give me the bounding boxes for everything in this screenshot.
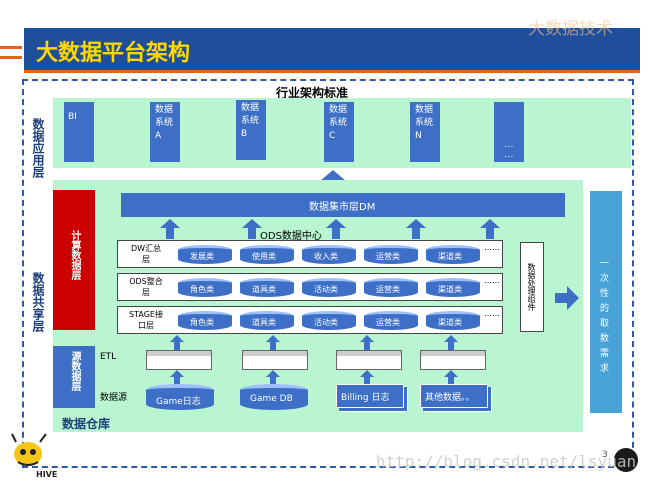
calc-layer-box: 计算数据层 [53, 190, 95, 330]
etl-block [420, 350, 486, 370]
processing-component-box: 数据处理组件 [520, 242, 544, 332]
ods-item-cylinder: 角色类 [178, 278, 232, 297]
dw-item-more: …… [484, 243, 500, 252]
app-layer-label: 数据应用层 [31, 118, 45, 178]
arrow-right-to-panel-icon [555, 286, 579, 310]
arrows-source-to-etl-icon [170, 370, 458, 385]
dw-item-cylinder: 运营类 [364, 245, 418, 264]
watermark-top: 大数据技术 [528, 19, 613, 39]
share-layer-label: 数据共享层 [31, 272, 45, 332]
datasource-label: 数据源 [100, 393, 128, 403]
etl-block [336, 350, 402, 370]
header-accent-line-2 [0, 56, 22, 59]
ods-item-more: …… [484, 276, 500, 285]
stage-item-cylinder: 运营类 [364, 311, 418, 330]
ods-item-cylinder: 道具类 [240, 278, 294, 297]
header-accent-line [0, 46, 22, 49]
stage-item-cylinder: 渠道类 [426, 311, 480, 330]
app-box-system-c: 数据系统C [324, 102, 354, 162]
arrows-etl-to-stage-icon [170, 335, 458, 350]
warehouse-label: 数据仓库 [62, 417, 111, 431]
dw-item-cylinder: 渠道类 [426, 245, 480, 264]
ods-item-cylinder: 运营类 [364, 278, 418, 297]
etl-label: ETL [100, 352, 117, 362]
dw-item-cylinder: 发展类 [178, 245, 232, 264]
app-box-system-n: 数据系统N [410, 102, 440, 162]
ods-item-cylinder: 渠道类 [426, 278, 480, 297]
source-doc-billing-log: Billing 日志 [336, 384, 404, 408]
app-box-system-b: 数据系统B [236, 100, 266, 160]
etl-block [242, 350, 308, 370]
stage-item-cylinder: 道具类 [240, 311, 294, 330]
stage-item-cylinder: 角色类 [178, 311, 232, 330]
watermark-url: http://blog.csdn.net/lsyuan [376, 452, 637, 471]
hive-logo-icon [11, 433, 47, 466]
dm-bar: 数据集市层DM [121, 193, 565, 217]
outer-frame [22, 79, 634, 468]
ods-center-label: ODS数据中心 [260, 231, 322, 242]
app-box-more: …… [494, 102, 524, 162]
source-doc-other-data: 其他数据。。 [420, 384, 488, 408]
dw-row-label: DW汇总层 [130, 244, 162, 264]
app-box-bi: BI [64, 102, 94, 162]
hive-logo-text: HIVE [36, 470, 58, 479]
stage-row-label: STAGE接口层 [129, 310, 163, 330]
etl-block [146, 350, 212, 370]
source-cylinder-game-db: Game DB [240, 384, 308, 410]
dw-item-cylinder: 使用类 [240, 245, 294, 264]
source-layer-box: 源数据层 [53, 346, 95, 408]
page-number: 3 [602, 450, 608, 460]
app-box-system-a: 数据系统A [150, 102, 180, 162]
page-title: 大数据平台架构 [36, 41, 191, 66]
ods-row-label: ODS整合层 [129, 277, 163, 297]
header-bar: 大数据平台架构 [24, 28, 640, 73]
adhoc-request-panel: 一次性的取数需求 [590, 191, 622, 413]
source-cylinder-game-log: Game日志 [146, 384, 214, 410]
page-corner-dot [614, 448, 638, 472]
dw-item-cylinder: 收入类 [302, 245, 356, 264]
stage-item-more: …… [484, 309, 500, 318]
ods-item-cylinder: 活动类 [302, 278, 356, 297]
arrows-dw-to-dm-icon [160, 219, 500, 239]
app-banner: 行业架构标准 [276, 86, 349, 100]
stage-item-cylinder: 活动类 [302, 311, 356, 330]
